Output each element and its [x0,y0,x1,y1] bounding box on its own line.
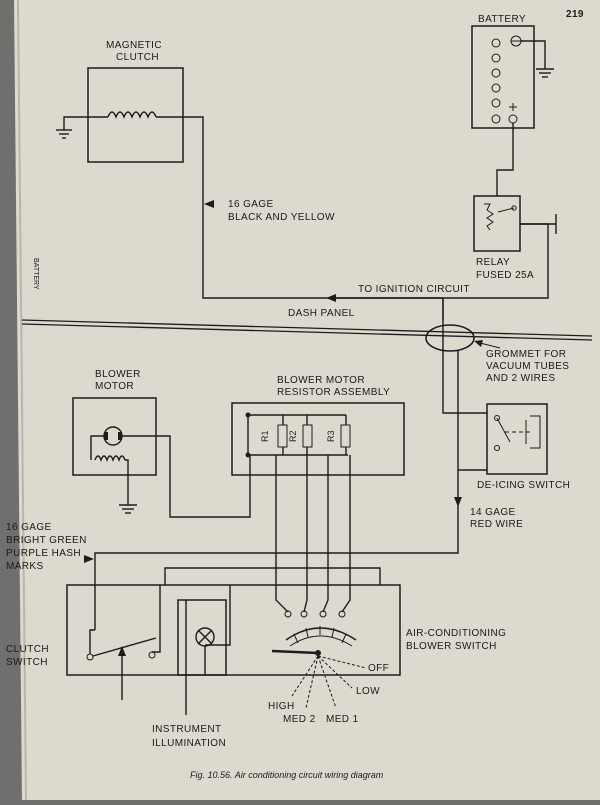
dash-panel-label: DASH PANEL [288,308,355,319]
clutch-switch-label-2: SWITCH [6,657,48,668]
gage16-black-yellow-1: 16 GAGE [228,199,274,210]
paper-sheet [14,0,600,800]
clutch-switch-label-1: CLUTCH [6,644,49,655]
resistor-r2 [302,415,313,455]
switch-position-lines [291,655,367,709]
r3-label: R3 [326,430,336,442]
gage16-green-3: PURPLE HASH [6,548,81,559]
battery-ground-icon [521,40,554,78]
magnetic-clutch-label-2: CLUTCH [116,52,159,63]
resistor-assembly-label-2: RESISTOR ASSEMBLY [277,387,390,398]
resistor-r1 [277,415,288,455]
r1-label: R1 [260,430,270,442]
r2-label: R2 [288,430,298,442]
gage14-red-2: RED WIRE [470,519,523,530]
arrow-14-gage [454,497,462,507]
clutch-ground-icon [56,129,72,139]
grommet [425,324,475,352]
gage16-black-yellow-2: BLACK AND YELLOW [228,212,335,223]
grommet-label-2: VACUUM TUBES [486,361,569,372]
battery-label: BATTERY [478,14,526,25]
gage16-green-4: MARKS [6,561,44,572]
clutch-coil-icon [107,111,157,119]
grommet-label-1: GROMMET FOR [486,349,566,360]
clutch-switch [86,637,157,700]
blower-switch-label-2: BLOWER SWITCH [406,641,497,652]
relay-label-1: RELAY [476,257,510,268]
gage16-green-1: 16 GAGE [6,522,52,533]
page-number: 219 [566,9,584,20]
de-icing-label: DE-ICING SWITCH [477,480,570,491]
switch-off-label: OFF [368,663,389,674]
field-coil-icon [94,455,126,462]
gage16-green-2: BRIGHT GREEN [6,535,87,546]
relay-label-2: FUSED 25A [476,270,534,281]
blower-motor-label-2: MOTOR [95,381,134,392]
magnetic-clutch [87,67,184,163]
resistor-assembly [231,402,405,476]
figure-caption: Fig. 10.56. Air conditioning circuit wir… [190,770,384,780]
relay-coil-icon [484,203,494,231]
resistor-assembly-label-1: BLOWER MOTOR [277,375,365,386]
resistor-r3 [340,415,351,455]
switch-med1-label: MED 1 [326,714,359,725]
blower-switch-dial [271,626,357,656]
grommet-label-3: AND 2 WIRES [486,373,555,384]
de-icing-switch [486,403,548,475]
wire-grommet-deicing [442,298,487,414]
to-ignition-label: TO IGNITION CIRCUIT [358,284,470,295]
instrument-illumination-label-2: ILLUMINATION [152,738,226,749]
arrow-ignition [326,294,336,302]
page-edge [17,0,27,801]
gage14-red-1: 14 GAGE [470,507,516,518]
instrument-illumination-label-1: INSTRUMENT [152,724,222,735]
magnetic-clutch-label-1: MAGNETIC [106,40,162,51]
side-label: BATTERY [32,258,39,290]
dash-panel [21,319,593,341]
arrow-16-gage [204,200,214,208]
blower-motor-label-1: BLOWER [95,369,141,380]
arrow-16-gage-green [84,555,94,563]
instrument-illumination-box [177,599,227,676]
switch-high-label: HIGH [268,701,295,712]
control-panel-box [66,584,401,676]
motor-ground-icon [119,504,137,514]
wire-battery-relay [496,123,514,196]
switch-low-label: LOW [356,686,380,697]
blower-switch-label-1: AIR-CONDITIONING [406,628,506,639]
switch-med2-label: MED 2 [283,714,316,725]
